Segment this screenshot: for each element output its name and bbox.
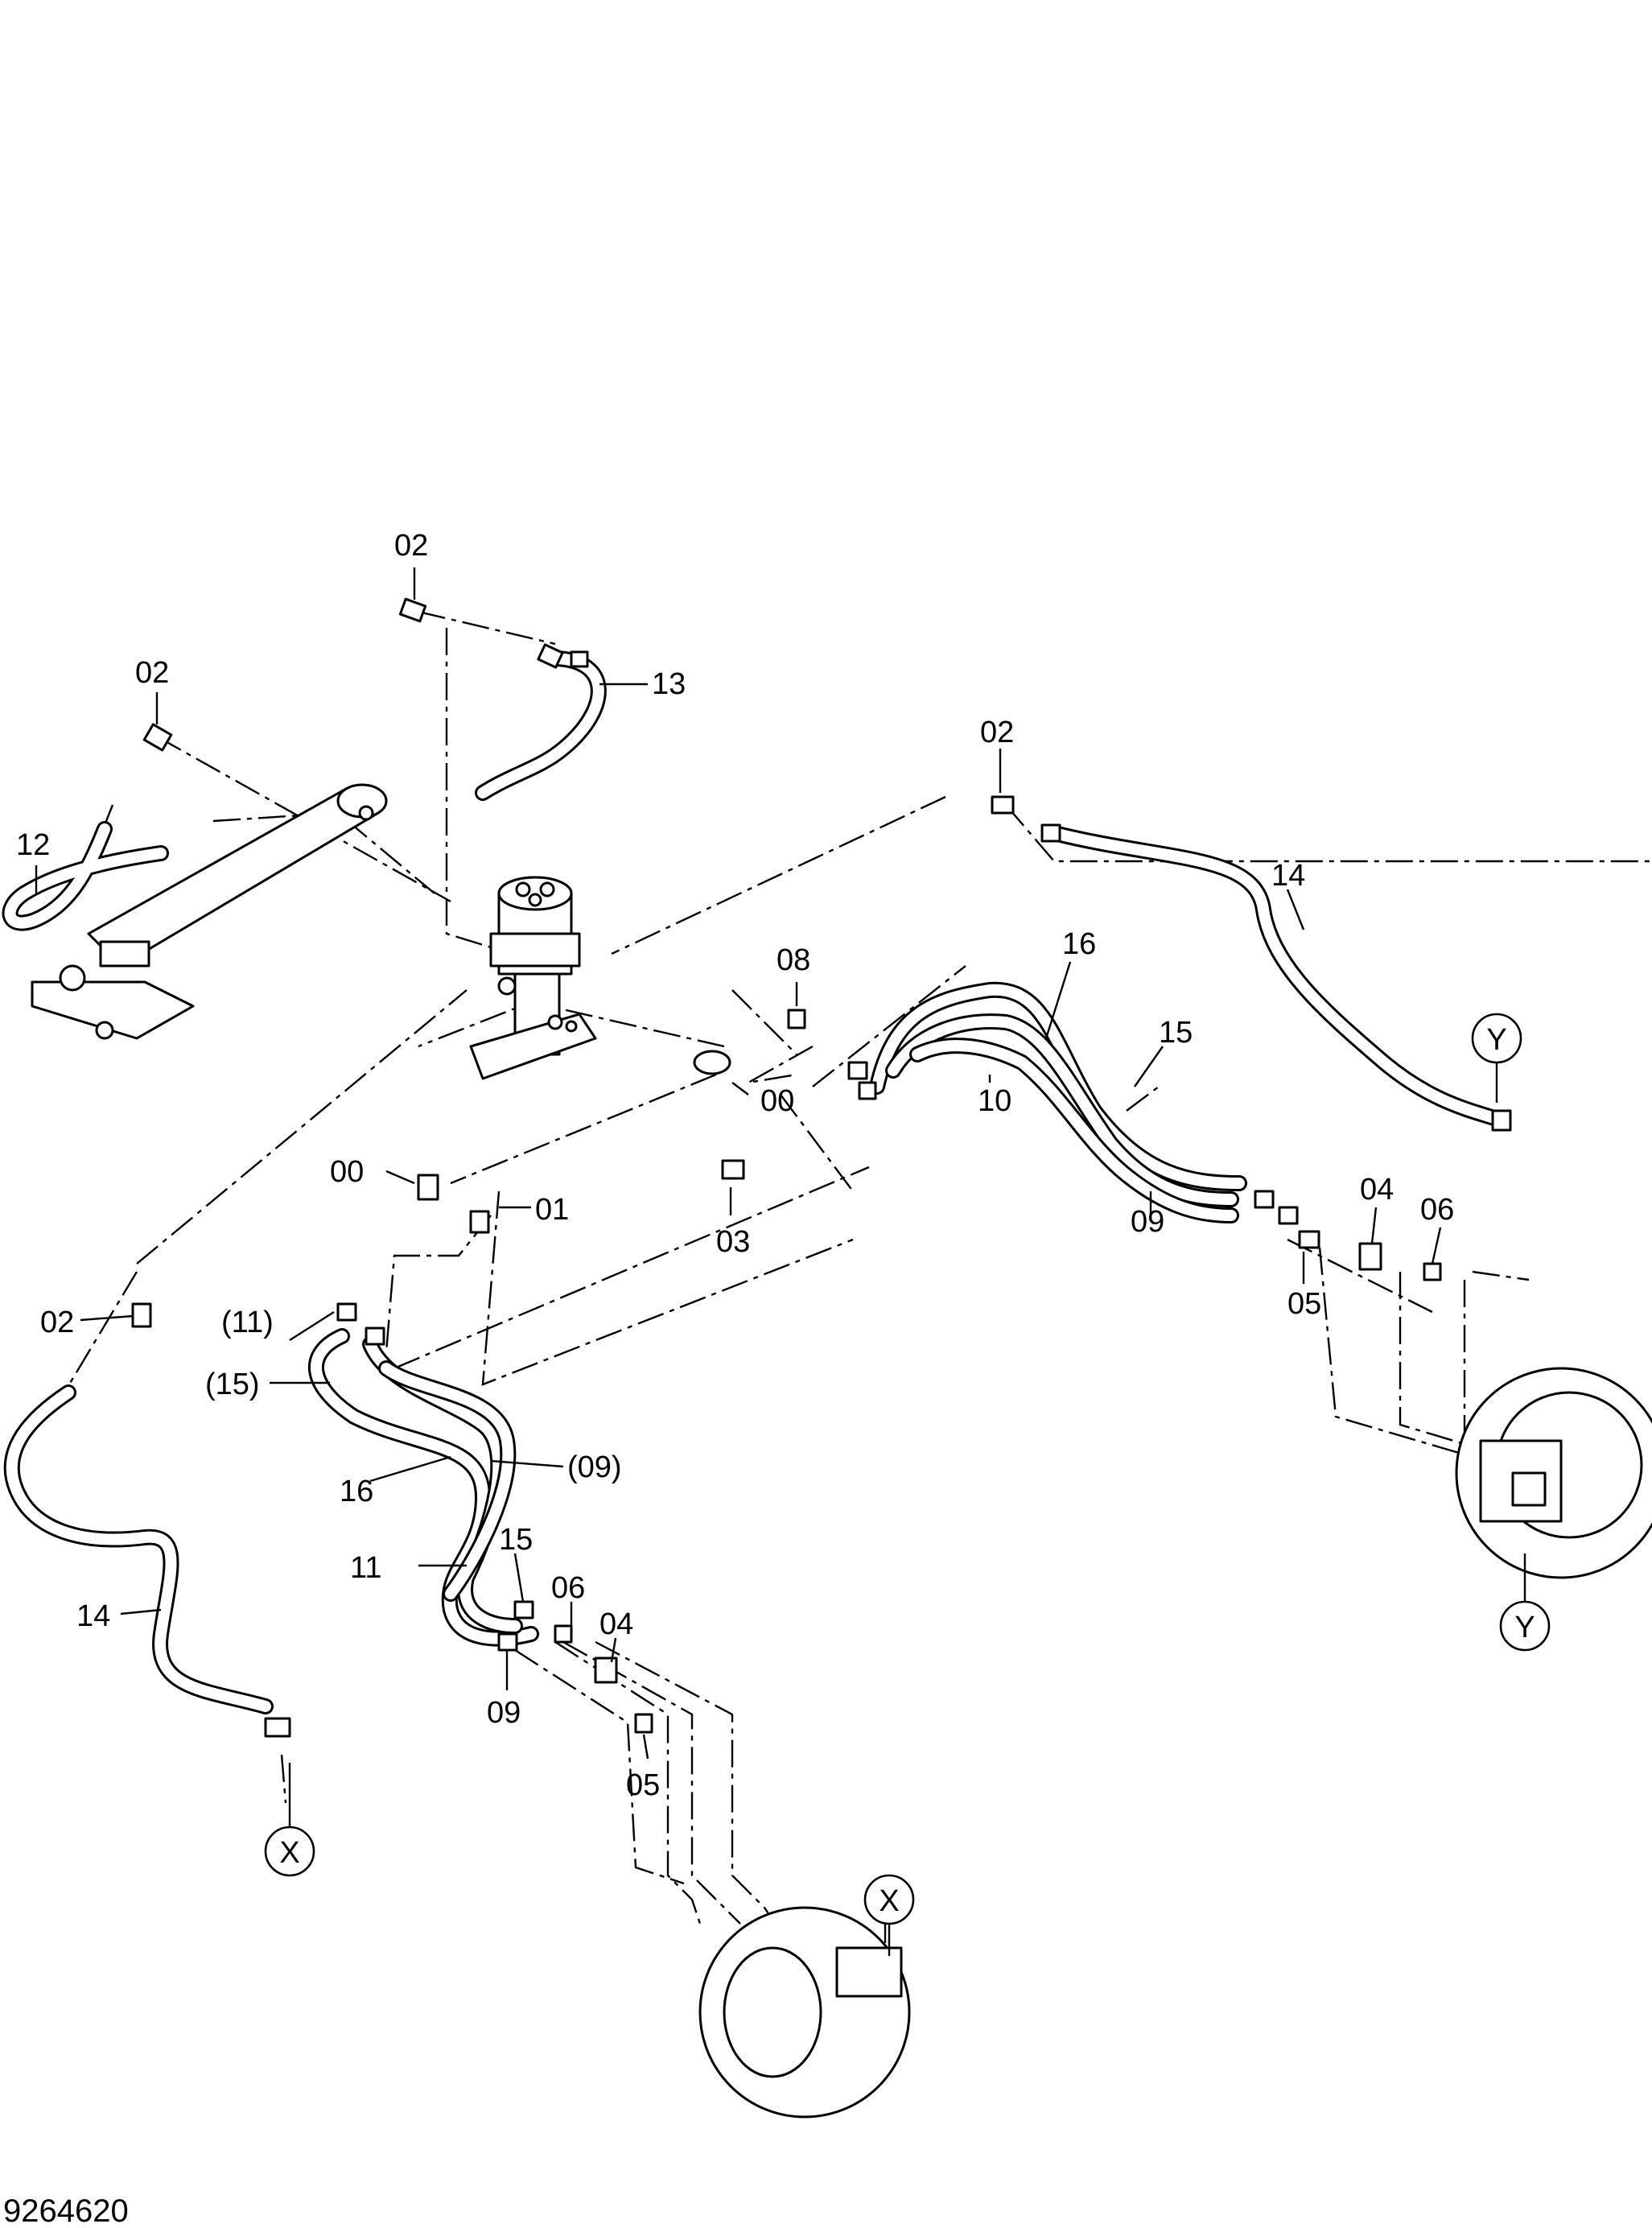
callout-06-right: 06	[1420, 1193, 1454, 1227]
callout-09-paren: (09)	[567, 1450, 622, 1484]
reference-y-bottom: Y	[1499, 1553, 1551, 1652]
svg-text:Y: Y	[1514, 1611, 1535, 1644]
travel-motor-left	[698, 1906, 911, 2119]
callout-05-left: 05	[626, 1768, 660, 1802]
reference-markers: Y Y X X	[264, 1013, 1551, 1956]
callout-02-lower: 02	[40, 1306, 74, 1339]
callout-00-left: 00	[330, 1155, 364, 1189]
callout-02-left: 02	[135, 656, 169, 690]
reference-x-bottom: X	[863, 1874, 915, 1956]
callout-12: 12	[16, 828, 50, 862]
callout-09-right: 09	[1131, 1205, 1164, 1239]
svg-text:X: X	[279, 1836, 299, 1870]
callout-16-right: 16	[1062, 927, 1096, 961]
callout-05-right: 05	[1287, 1287, 1321, 1321]
svg-text:Y: Y	[1486, 1023, 1506, 1057]
callout-16-left: 16	[340, 1475, 373, 1508]
reference-x-left: X	[264, 1763, 315, 1877]
callout-01: 01	[535, 1193, 569, 1227]
callout-15-right: 15	[1159, 1016, 1193, 1050]
callout-04-left: 04	[599, 1607, 633, 1641]
callout-labels: 02 02 13 12 02 14 08 16 15 10 00 00 01 0…	[16, 529, 1454, 1802]
boom-cylinder	[31, 783, 388, 1040]
callout-15-left: 15	[499, 1523, 533, 1557]
callout-00-right: 00	[760, 1084, 794, 1118]
swivel-joint	[469, 876, 597, 1080]
callout-06-left: 06	[551, 1571, 585, 1605]
svg-text:X: X	[879, 1884, 899, 1918]
travel-motor-right	[1455, 1367, 1652, 1579]
callout-14-right: 14	[1271, 859, 1305, 893]
callout-13: 13	[652, 667, 686, 701]
callout-15-paren: (15)	[205, 1368, 260, 1401]
callout-04-right: 04	[1360, 1173, 1394, 1207]
callout-08: 08	[777, 943, 810, 977]
callout-02-top: 02	[394, 529, 428, 563]
callout-10: 10	[978, 1084, 1011, 1118]
fittings	[131, 597, 1512, 1738]
drawing-number: 9264620	[3, 2193, 129, 2228]
leader-lines	[35, 567, 1442, 1760]
callout-11-paren: (11)	[221, 1306, 274, 1339]
reference-y-top: Y	[1471, 1013, 1522, 1103]
hoses	[2, 650, 1505, 1714]
callout-14-left: 14	[76, 1599, 110, 1633]
callout-11: 11	[350, 1551, 381, 1585]
callout-09-left: 09	[487, 1696, 521, 1730]
callout-02-right: 02	[980, 716, 1014, 749]
callout-03: 03	[716, 1225, 750, 1259]
